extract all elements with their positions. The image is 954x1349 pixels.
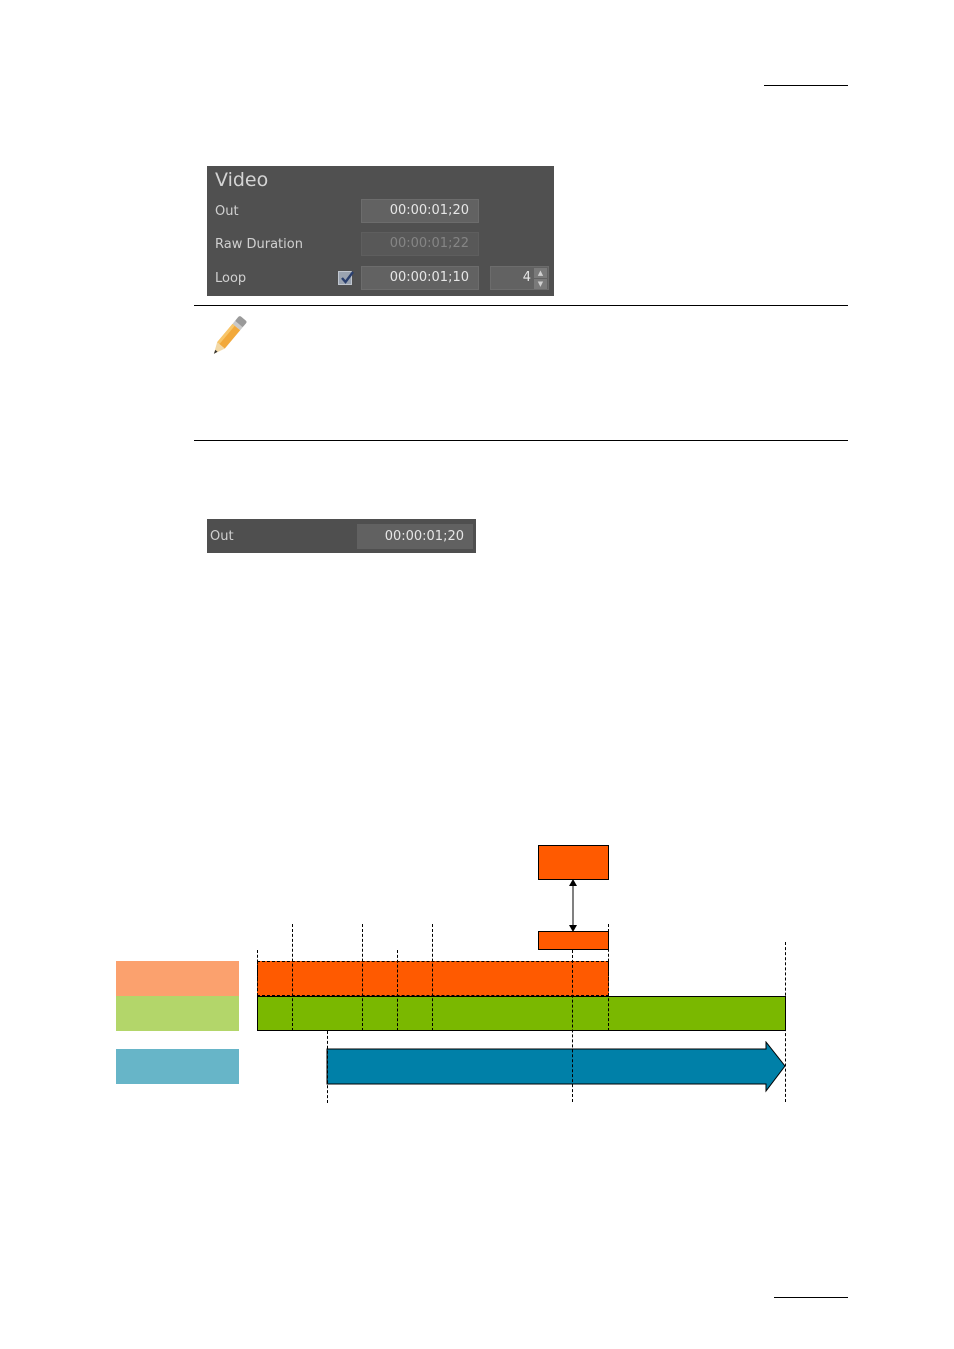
guide-line xyxy=(785,942,786,1102)
guide-line xyxy=(397,950,398,1031)
video-panel-title: Video xyxy=(215,169,269,191)
out-panel-timecode-field[interactable]: 00:00:01;20 xyxy=(357,524,473,549)
checkmark-icon xyxy=(341,271,354,284)
pencil-note-icon xyxy=(213,316,247,354)
loop-checkbox[interactable] xyxy=(338,271,354,285)
guide-line xyxy=(432,924,433,1031)
stepper-down-icon[interactable]: ▼ xyxy=(534,279,547,289)
out-panel-label: Out xyxy=(210,529,234,544)
video-panel: Video Out 00:00:01;20 Raw Duration 00:00… xyxy=(207,166,554,296)
green-bar xyxy=(257,996,786,1031)
raw-duration-field: 00:00:01;22 xyxy=(361,232,479,256)
guide-line xyxy=(292,924,293,1031)
stepper-up-icon[interactable]: ▲ xyxy=(534,268,547,278)
raw-duration-label: Raw Duration xyxy=(215,237,303,252)
loop-count-stepper[interactable]: 4 ▲ ▼ xyxy=(490,266,549,290)
out-panel: Out 00:00:01;20 xyxy=(207,519,476,553)
floating-box xyxy=(538,845,609,880)
loop-count-value: 4 xyxy=(522,270,531,285)
guide-line xyxy=(257,950,258,996)
out-label: Out xyxy=(215,204,239,219)
double-arrow-icon xyxy=(569,879,577,932)
legend-swatch-orange xyxy=(116,961,239,996)
guide-line xyxy=(327,1031,328,1103)
legend-swatch-blue xyxy=(116,1049,239,1084)
header-rule xyxy=(764,85,848,86)
note-bottom-rule xyxy=(194,440,848,441)
orange-bar xyxy=(257,961,609,996)
guide-line xyxy=(572,950,573,1102)
loop-timecode-field[interactable]: 00:00:01;10 xyxy=(361,266,479,290)
footer-rule xyxy=(774,1297,848,1298)
out-timecode-field[interactable]: 00:00:01;20 xyxy=(361,199,479,223)
note-top-rule xyxy=(194,305,848,306)
loop-label: Loop xyxy=(215,271,247,286)
blue-arrow xyxy=(326,1041,786,1093)
legend-swatch-green xyxy=(116,996,239,1031)
small-orange-bar xyxy=(538,931,609,950)
guide-line xyxy=(362,924,363,1031)
guide-line xyxy=(608,924,609,1031)
